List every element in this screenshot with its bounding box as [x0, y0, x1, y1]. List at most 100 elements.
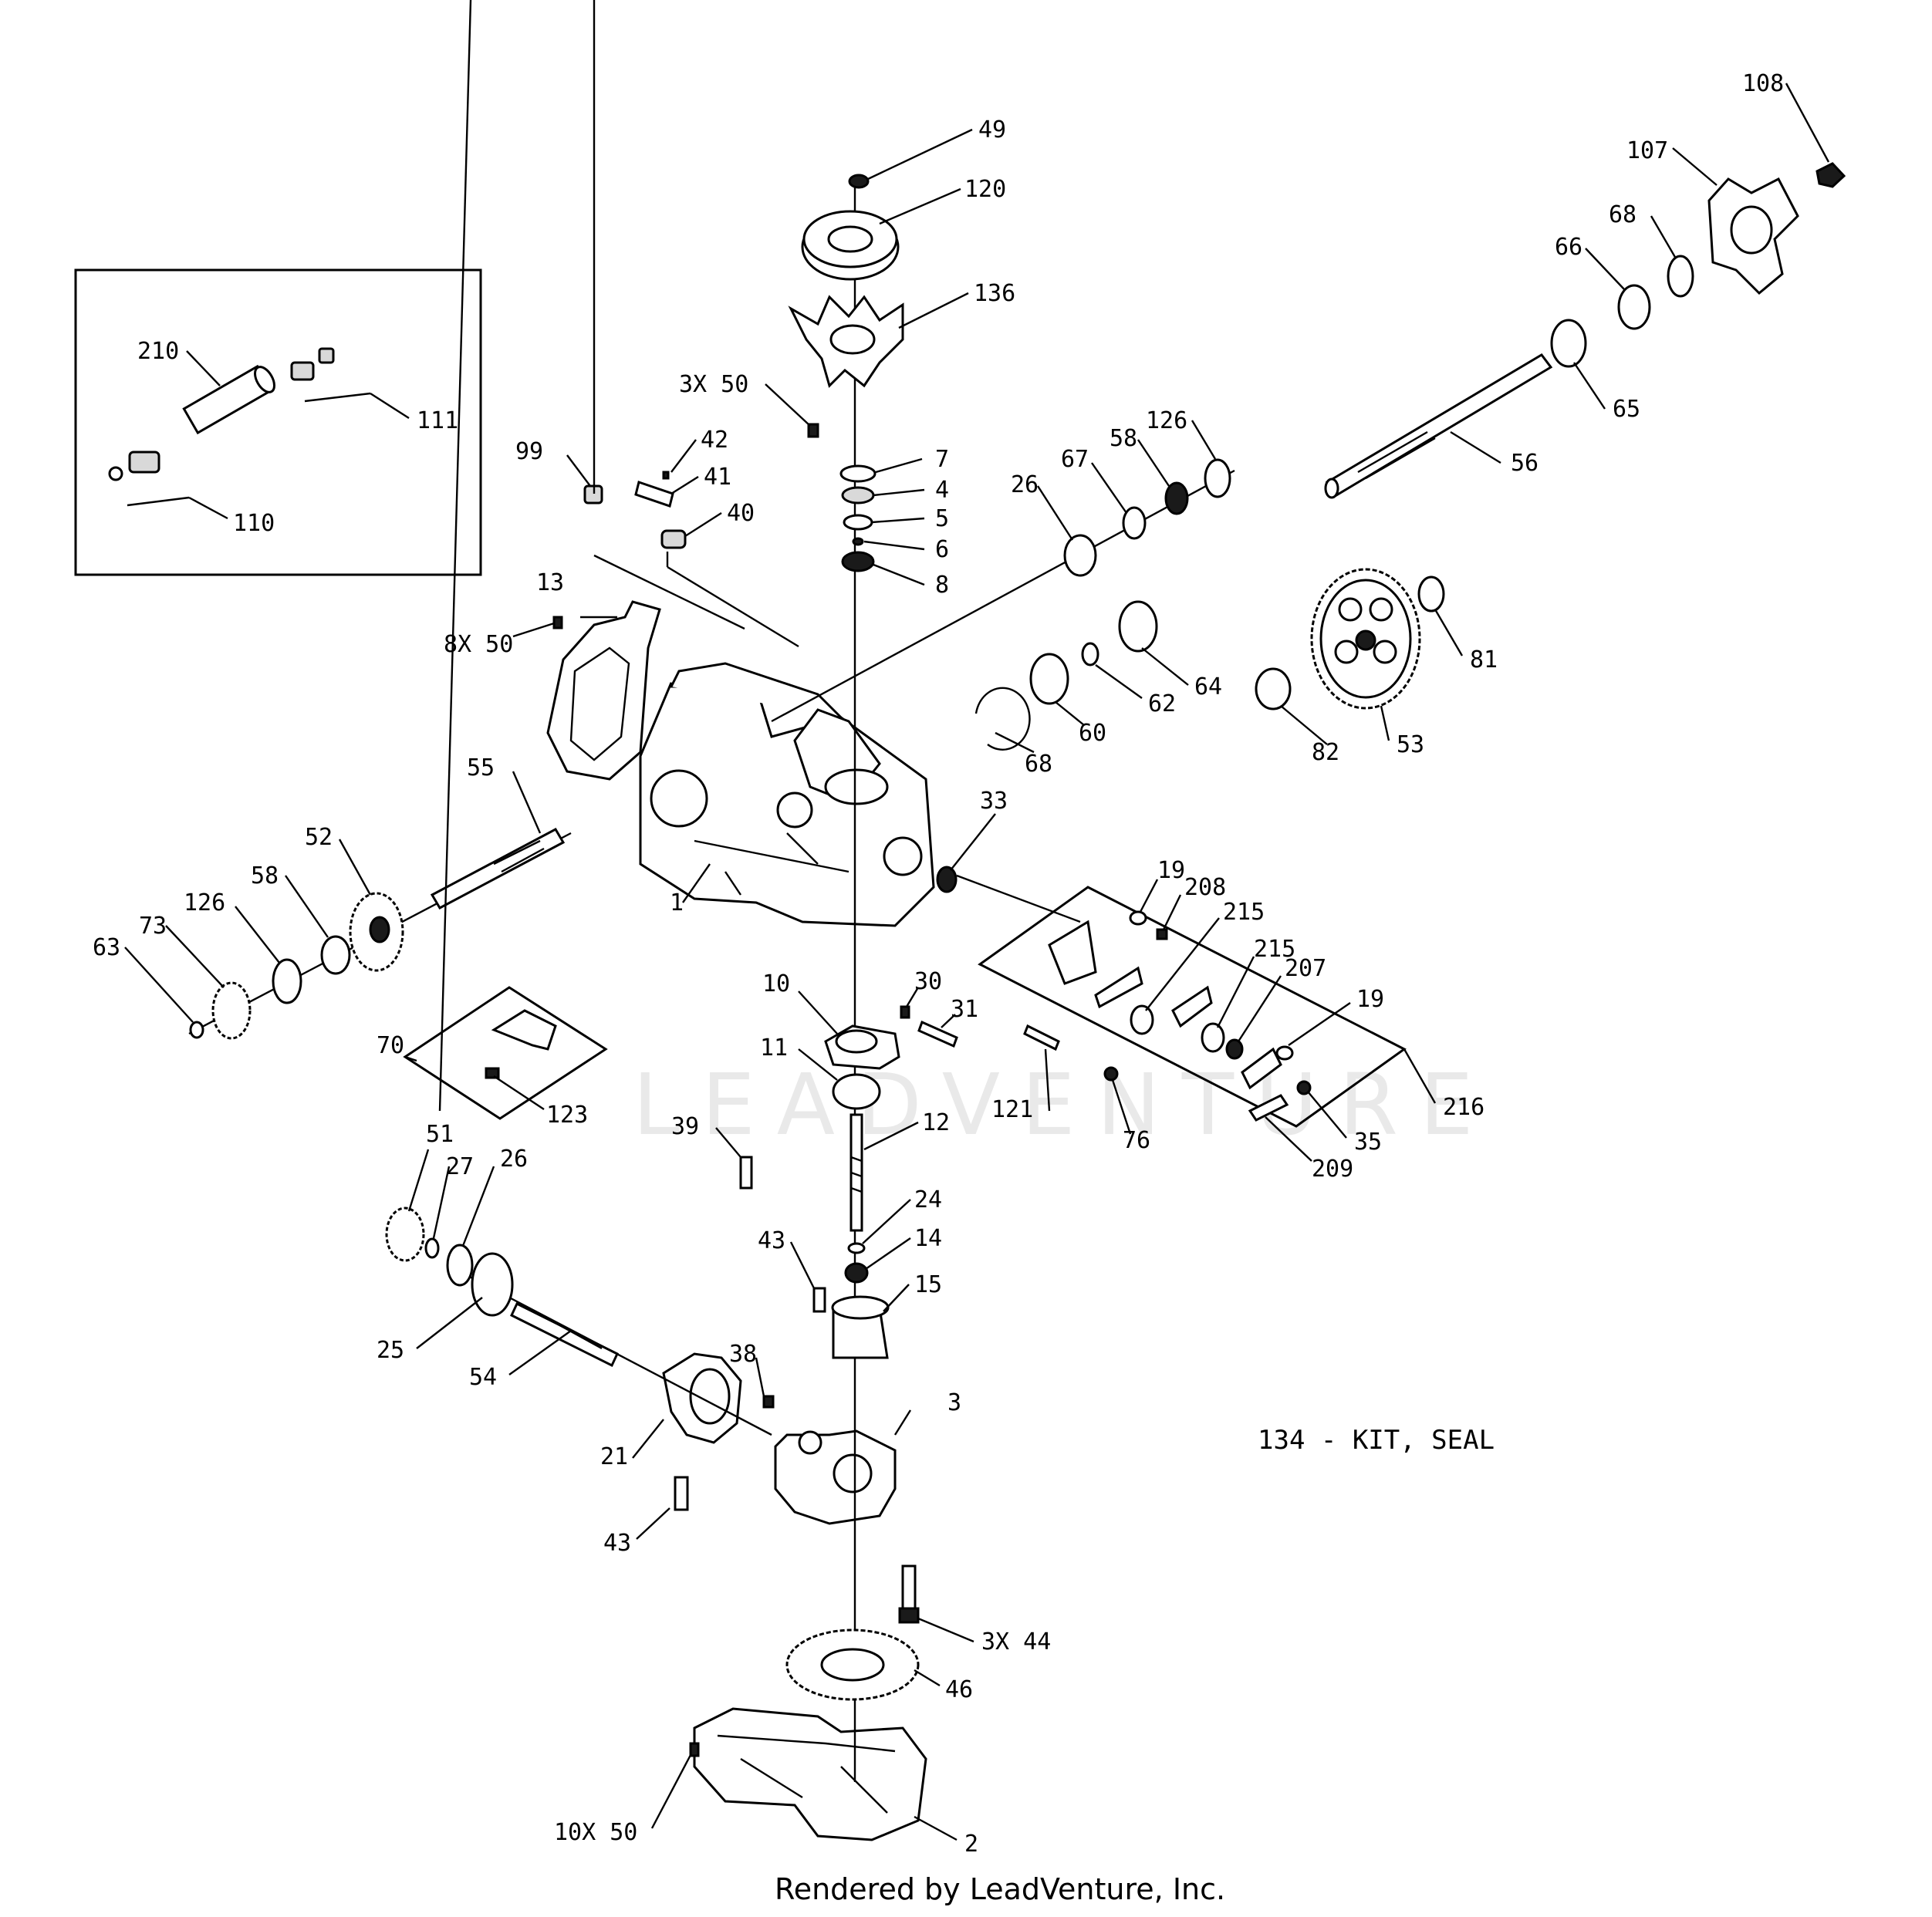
part-50-screw-a: [807, 423, 819, 438]
inset-box: [74, 268, 482, 576]
callout-58-a: 58: [1110, 425, 1137, 452]
part-68-ring-a: [1667, 255, 1694, 298]
part-39-fitting: [739, 1156, 753, 1190]
part-209-spring: [1248, 1094, 1289, 1122]
part-81-washer: [1417, 575, 1445, 613]
callout-68-a: 68: [1609, 201, 1636, 228]
callout-81: 81: [1470, 646, 1498, 673]
callout-27: 27: [446, 1153, 474, 1180]
callout-5: 5: [935, 505, 949, 532]
part-215-washer-a: [1130, 1004, 1154, 1035]
callout-44: 3X 44: [981, 1628, 1051, 1655]
callout-10: 10: [762, 970, 790, 997]
part-14-spring: [844, 1262, 869, 1284]
callout-65: 65: [1613, 396, 1640, 423]
callout-26-b: 26: [500, 1146, 528, 1173]
part-8-seal: [841, 551, 875, 572]
part-216-bracket: [1048, 920, 1097, 985]
callout-126-b: 126: [184, 889, 225, 916]
part-111-fittings: [290, 347, 335, 381]
part-136-fan: [788, 295, 904, 388]
shaft-line-upper: [771, 469, 1235, 723]
callout-215-b: 215: [1254, 936, 1295, 963]
callout-19-a: 19: [1157, 857, 1185, 884]
callout-labels: 49 120 136 3X 50 7 4 5 6 8 42 41 40 99 1…: [93, 70, 1784, 1858]
part-215-washer-b: [1201, 1022, 1225, 1053]
part-210-tube: [182, 364, 275, 435]
part-120-pulley: [801, 210, 900, 281]
callout-208: 208: [1184, 874, 1226, 901]
part-50-screw-b: [552, 616, 563, 629]
part-64-bearing: [1118, 600, 1158, 653]
part-42-pin: [662, 471, 670, 480]
part-26-bearing-b: [446, 1244, 474, 1287]
part-27-ring: [424, 1237, 440, 1259]
callout-63: 63: [93, 934, 120, 961]
callout-13: 13: [536, 569, 564, 596]
part-35-nut: [1296, 1080, 1312, 1095]
callout-15: 15: [914, 1271, 942, 1298]
part-50-screw-c: [689, 1742, 700, 1757]
callout-108: 108: [1742, 70, 1784, 97]
callout-107: 107: [1626, 137, 1668, 164]
callout-3: 3: [947, 1389, 961, 1416]
part-58-bearing-a: [1164, 481, 1189, 515]
part-65-bearing: [1550, 319, 1587, 368]
part-63-clip: [189, 1021, 204, 1039]
part-38-pin: [762, 1395, 775, 1409]
callout-35: 35: [1354, 1129, 1382, 1156]
part-216-lever: [1171, 985, 1213, 1028]
part-2-pan: [693, 1707, 927, 1841]
callout-41: 41: [704, 464, 731, 491]
callout-58-b: 58: [251, 862, 279, 889]
callout-50-c: 10X 50: [554, 1819, 637, 1846]
callout-49: 49: [978, 116, 1006, 143]
callout-99: 99: [515, 438, 543, 465]
callout-210: 210: [137, 338, 179, 365]
callout-8: 8: [935, 572, 949, 599]
part-31-shaft: [917, 1020, 958, 1048]
callout-50-a: 3X 50: [679, 371, 748, 398]
part-6-ring: [852, 537, 864, 546]
callout-52: 52: [305, 824, 333, 851]
part-208-bolt: [1156, 928, 1168, 940]
part-107-hub: [1707, 177, 1799, 295]
callout-43-a: 43: [758, 1227, 785, 1254]
part-3-center-section: [774, 1429, 897, 1525]
callout-64: 64: [1194, 673, 1222, 700]
part-73-sprocket: [211, 981, 252, 1040]
callout-70: 70: [377, 1032, 404, 1059]
control-shaft-line: [956, 874, 1081, 923]
callout-14: 14: [914, 1225, 942, 1252]
leader-lines: [124, 0, 1830, 1841]
callout-1: 1: [670, 889, 684, 916]
callout-39: 39: [671, 1113, 699, 1140]
part-43-pin-b: [674, 1476, 689, 1511]
part-19-washer-a: [1129, 910, 1147, 926]
callout-53: 53: [1397, 731, 1424, 758]
callout-82: 82: [1312, 739, 1339, 766]
part-62-ring: [1081, 642, 1099, 667]
part-108-nut: [1815, 162, 1846, 188]
part-21-motor-block: [662, 1352, 742, 1444]
part-11-bearing: [832, 1073, 881, 1110]
callout-126-a: 126: [1146, 407, 1187, 434]
callout-136: 136: [974, 280, 1015, 307]
callout-209: 209: [1312, 1156, 1353, 1183]
callout-216: 216: [1443, 1094, 1484, 1121]
callout-43-b: 43: [603, 1530, 631, 1557]
part-207-spring: [1225, 1038, 1244, 1060]
callout-76: 76: [1123, 1127, 1150, 1154]
part-110-fittings: [108, 451, 160, 481]
callout-38: 38: [729, 1341, 757, 1368]
callout-120: 120: [964, 176, 1006, 203]
callout-66: 66: [1555, 234, 1582, 261]
callout-2: 2: [964, 1831, 978, 1858]
callout-73: 73: [139, 913, 167, 940]
callout-60: 60: [1079, 720, 1106, 747]
callout-4: 4: [935, 477, 949, 504]
part-5-washer: [843, 514, 873, 531]
part-60-bearing: [1029, 653, 1069, 705]
callout-111: 111: [417, 407, 458, 434]
